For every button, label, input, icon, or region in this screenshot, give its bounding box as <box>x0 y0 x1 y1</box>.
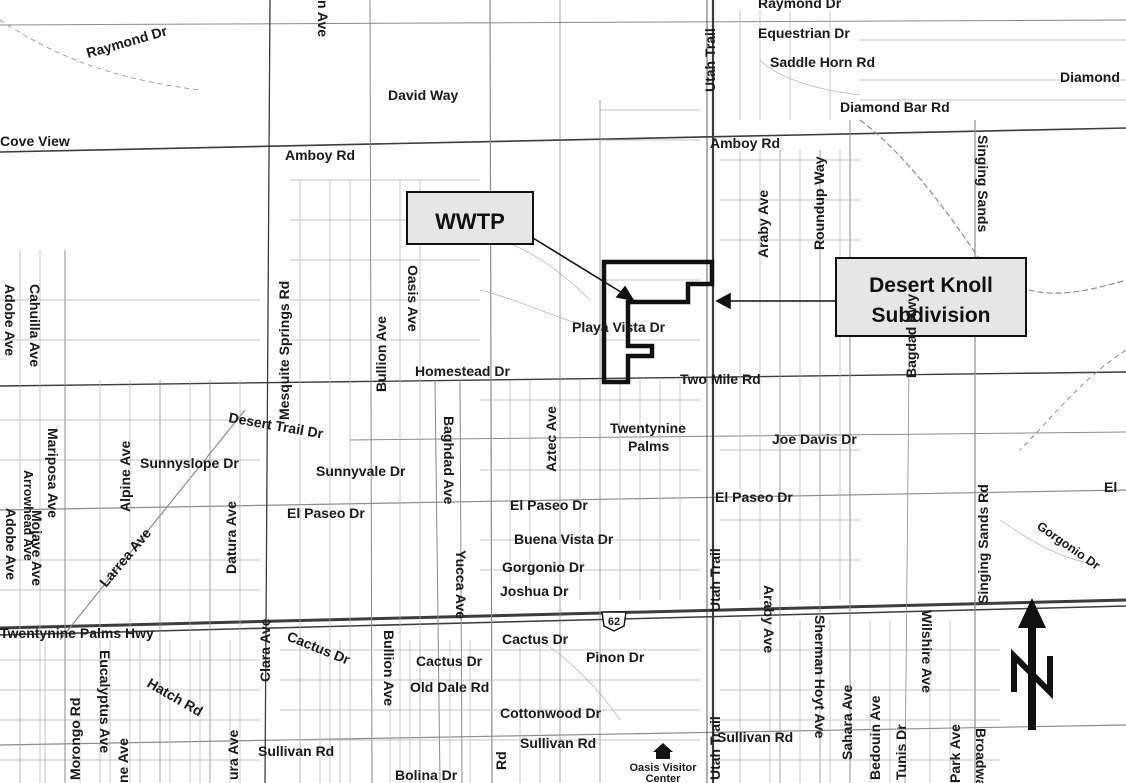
road-label-joe-davis-dr: Joe Davis Dr <box>772 431 857 447</box>
road-label-homestead-dr: Homestead Dr <box>415 363 510 379</box>
road-label-sullivan-rd-w: Sullivan Rd <box>258 743 334 759</box>
road-label-sullivan-rd-e: Sullivan Rd <box>717 729 793 745</box>
road-label-utah-trail-bottom: Utah Trail <box>707 716 723 780</box>
road-label-el: El <box>1104 479 1117 495</box>
road-label-sunnyslope-dr: Sunnyslope Dr <box>140 455 239 471</box>
road-label-alpine-ave: Alpine Ave <box>117 440 133 512</box>
road-label-bolina-dr: Bolina Dr <box>395 767 458 783</box>
road-label-buena-vista-dr: Buena Vista Dr <box>514 531 614 547</box>
wwtp-label: WWTP <box>435 209 505 234</box>
road-label-mesquite-springs-rd: Mesquite Springs Rd <box>276 281 292 420</box>
highway-62-number: 62 <box>608 616 620 628</box>
road-label-two-mile-rd: Two Mile Rd <box>680 371 761 387</box>
road-label-eucalyptus-ave: Eucalyptus Ave <box>97 650 113 753</box>
road-label-cactus-dr-lower: Cactus Dr <box>416 653 483 669</box>
highway-62-shield: 62 <box>601 611 627 632</box>
road-label-utah-trail-mid: Utah Trail <box>707 548 723 612</box>
road-label-old-dale-rd: Old Dale Rd <box>410 679 489 695</box>
road-label-park-ave: Park Ave <box>947 724 963 783</box>
road-label-clara-ave: Clara Ave <box>257 618 273 682</box>
road-label-wilshire-ave: Wilshire Ave <box>919 610 935 693</box>
road-label-n-ave: n Ave <box>315 0 331 37</box>
desert-knoll-label-line1: Desert Knoll <box>869 274 993 297</box>
road-label-el-paseo-dr-e: El Paseo Dr <box>715 489 793 505</box>
visitor-center-line1: Oasis Visitor <box>629 762 697 774</box>
road-label-ne-ave: ne Ave <box>115 738 131 783</box>
road-label-adobe-ave-2: Adobe Ave <box>3 508 19 580</box>
road-label-cove-view: Cove View <box>0 133 70 149</box>
road-label-ura-ave: ura Ave <box>225 729 241 780</box>
road-label-cottonwood-dr: Cottonwood Dr <box>500 705 602 721</box>
road-label-araby-ave-top: Araby Ave <box>755 190 771 258</box>
road-label-gorgonio-dr-mid: Gorgonio Dr <box>502 559 585 575</box>
road-label-amboy-rd-east: Amboy Rd <box>710 135 780 151</box>
visitor-center-line2: Center <box>646 773 682 783</box>
road-label-araby-ave-bottom: Araby Ave <box>761 585 777 653</box>
road-label-sherman-hoyt-ave: Sherman Hoyt Ave <box>812 615 828 739</box>
road-label-baghdad-ave: Baghdad Ave <box>441 416 457 505</box>
road-label-pole-line-rd: Rd <box>493 751 509 770</box>
road-label-adobe-ave: Adobe Ave <box>2 284 18 356</box>
road-label-bullion-ave: Bullion Ave <box>373 316 389 392</box>
road-label-cahuilla-ave: Cahuilla Ave <box>27 284 43 367</box>
road-label-diamond: Diamond <box>1060 69 1120 85</box>
road-label-roundup-way: Roundup Way <box>811 156 827 250</box>
desert-knoll-subdivision-boundary <box>601 259 715 385</box>
road-label-cactus-dr-mid: Cactus Dr <box>502 631 569 647</box>
road-label-sunnyvale-dr: Sunnyvale Dr <box>316 463 406 479</box>
road-label-tunis-dr: Tunis Dr <box>893 724 909 780</box>
road-label-joshua-dr: Joshua Dr <box>500 583 569 599</box>
road-label-sahara-ave: Sahara Ave <box>839 685 855 760</box>
callout-arrows <box>532 237 836 310</box>
road-label-singing-sands-bottom: Singing Sands Rd <box>975 484 991 604</box>
road-label-aztec-ave: Aztec Ave <box>543 406 559 472</box>
road-label-david-way: David Way <box>388 87 458 103</box>
road-labels-vertical: Utah Trail Utah Trail Utah Trail Mesquit… <box>2 0 991 783</box>
road-label-twentynine-palms-2: Palms <box>628 438 669 454</box>
road-label-yucca-ave: Yucca Ave <box>453 550 469 619</box>
road-label-morongo-rd: Morongo Rd <box>67 698 83 780</box>
road-label-bullion-ave-south: Bullion Ave <box>381 630 397 706</box>
visitor-center: Oasis Visitor Center <box>629 743 697 783</box>
road-label-amboy-rd-west: Amboy Rd <box>285 147 355 163</box>
wwtp-callout: WWTP <box>406 191 534 245</box>
road-label-twentynine-palms-hwy: Twentynine Palms Hwy <box>0 625 154 641</box>
road-label-equestrian-dr: Equestrian Dr <box>758 25 850 41</box>
road-label-datura-ave: Datura Ave <box>223 501 239 574</box>
road-label-arrowhead-ave: Arrowhead Ave <box>21 470 35 561</box>
road-label-utah-trail-top: Utah Trail <box>702 28 718 92</box>
visitor-center-icon <box>653 743 673 759</box>
road-label-saddle-horn-rd: Saddle Horn Rd <box>770 54 875 70</box>
road-label-pinon-dr: Pinon Dr <box>586 649 645 665</box>
road-label-twentynine-palms-1: Twentynine <box>610 420 686 436</box>
road-label-diamond-bar-rd: Diamond Bar Rd <box>840 99 950 115</box>
road-label-el-paseo-dr-mid: El Paseo Dr <box>510 497 588 513</box>
north-arrow <box>1011 598 1053 730</box>
road-label-sullivan-rd-mid: Sullivan Rd <box>520 735 596 751</box>
road-label-playa-vista-dr: Playa Vista Dr <box>572 319 666 335</box>
road-label-bagdad-hwy: Bagdad Hwy <box>903 294 919 378</box>
road-label-oasis-ave: Oasis Ave <box>405 265 421 332</box>
desert-knoll-label-line2: Subdivision <box>871 304 990 327</box>
road-label-el-paseo-dr-w: El Paseo Dr <box>287 505 365 521</box>
road-label-bedouin-ave: Bedouin Ave <box>867 695 883 780</box>
road-label-broadway: Broadway <box>973 728 989 783</box>
road-label-raymond-dr-ne: Raymond Dr <box>758 0 842 11</box>
road-label-singing-sands-top: Singing Sands <box>975 135 991 232</box>
desert-knoll-callout: Desert Knoll Subdivision <box>835 257 1027 337</box>
road-label-mariposa-ave: Mariposa Ave <box>45 428 61 518</box>
road-label-mojave-ave: Mojave Ave <box>29 510 45 586</box>
